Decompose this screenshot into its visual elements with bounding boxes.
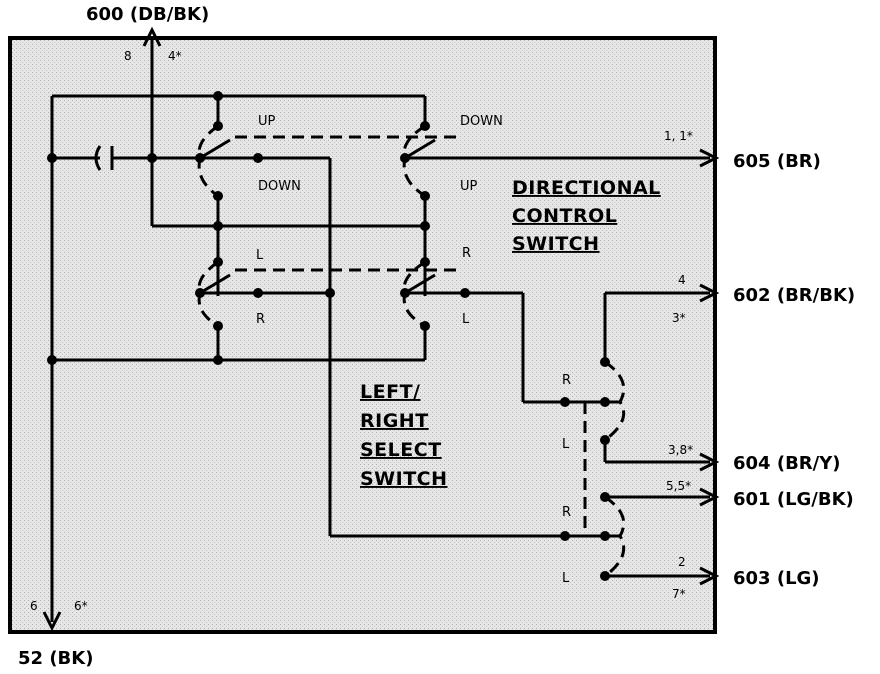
- pin-label: 3*: [672, 311, 686, 325]
- position-label-up: UP: [258, 114, 276, 129]
- arrow-right-icon: [699, 452, 720, 472]
- wire-label-605: 605 (BR): [733, 151, 821, 172]
- pin-label: 4: [678, 273, 686, 287]
- arrow-right-icon: [699, 566, 720, 586]
- pin-label: 1, 1*: [664, 129, 693, 143]
- pin-label: 2: [678, 555, 686, 569]
- pin-label: 7*: [672, 587, 686, 601]
- position-label-down: DOWN: [460, 114, 503, 129]
- pin-label: 6: [30, 599, 38, 613]
- wire-label-603: 603 (LG): [733, 568, 820, 589]
- position-label-down: DOWN: [258, 179, 301, 194]
- arrow-right-icon: [699, 148, 720, 168]
- position-label-l: L: [462, 312, 470, 327]
- arrow-down-icon: [42, 611, 62, 632]
- select-switch-title: LEFT/: [360, 381, 420, 403]
- position-label-l: L: [562, 437, 570, 452]
- pin-label: 3,8*: [668, 443, 693, 457]
- directional-switch-title: DIRECTIONAL: [512, 177, 661, 199]
- position-label-l: L: [562, 571, 570, 586]
- wire-label-52: 52 (BK): [18, 648, 93, 669]
- arrow-right-icon: [699, 487, 720, 507]
- junction-dots: [47, 91, 610, 581]
- directional-switch-title: SWITCH: [512, 233, 600, 255]
- wire-label-604: 604 (BR/Y): [733, 453, 840, 474]
- switch-housing: [8, 36, 717, 634]
- select-switch-title: RIGHT: [360, 410, 429, 432]
- pin-label: 5,5*: [666, 479, 691, 493]
- position-label-up: UP: [460, 179, 478, 194]
- position-label-l: L: [256, 248, 264, 263]
- position-label-r: R: [256, 312, 265, 327]
- pin-label: 8: [124, 49, 132, 63]
- select-switch-title: SWITCH: [360, 468, 448, 490]
- pin-label: 4*: [168, 49, 182, 63]
- wire-label-601: 601 (LG/BK): [733, 489, 854, 510]
- wire-label-600: 600 (DB/BK): [86, 4, 209, 25]
- pin-label: 6*: [74, 599, 88, 613]
- select-switch-title: SELECT: [360, 439, 442, 461]
- arrow-up-icon: [142, 26, 162, 47]
- directional-switch-title: CONTROL: [512, 205, 617, 227]
- position-label-r: R: [562, 373, 571, 388]
- arrow-right-icon: [699, 283, 720, 303]
- position-label-r: R: [562, 505, 571, 520]
- position-label-r: R: [462, 246, 471, 261]
- wire-label-602: 602 (BR/BK): [733, 285, 855, 306]
